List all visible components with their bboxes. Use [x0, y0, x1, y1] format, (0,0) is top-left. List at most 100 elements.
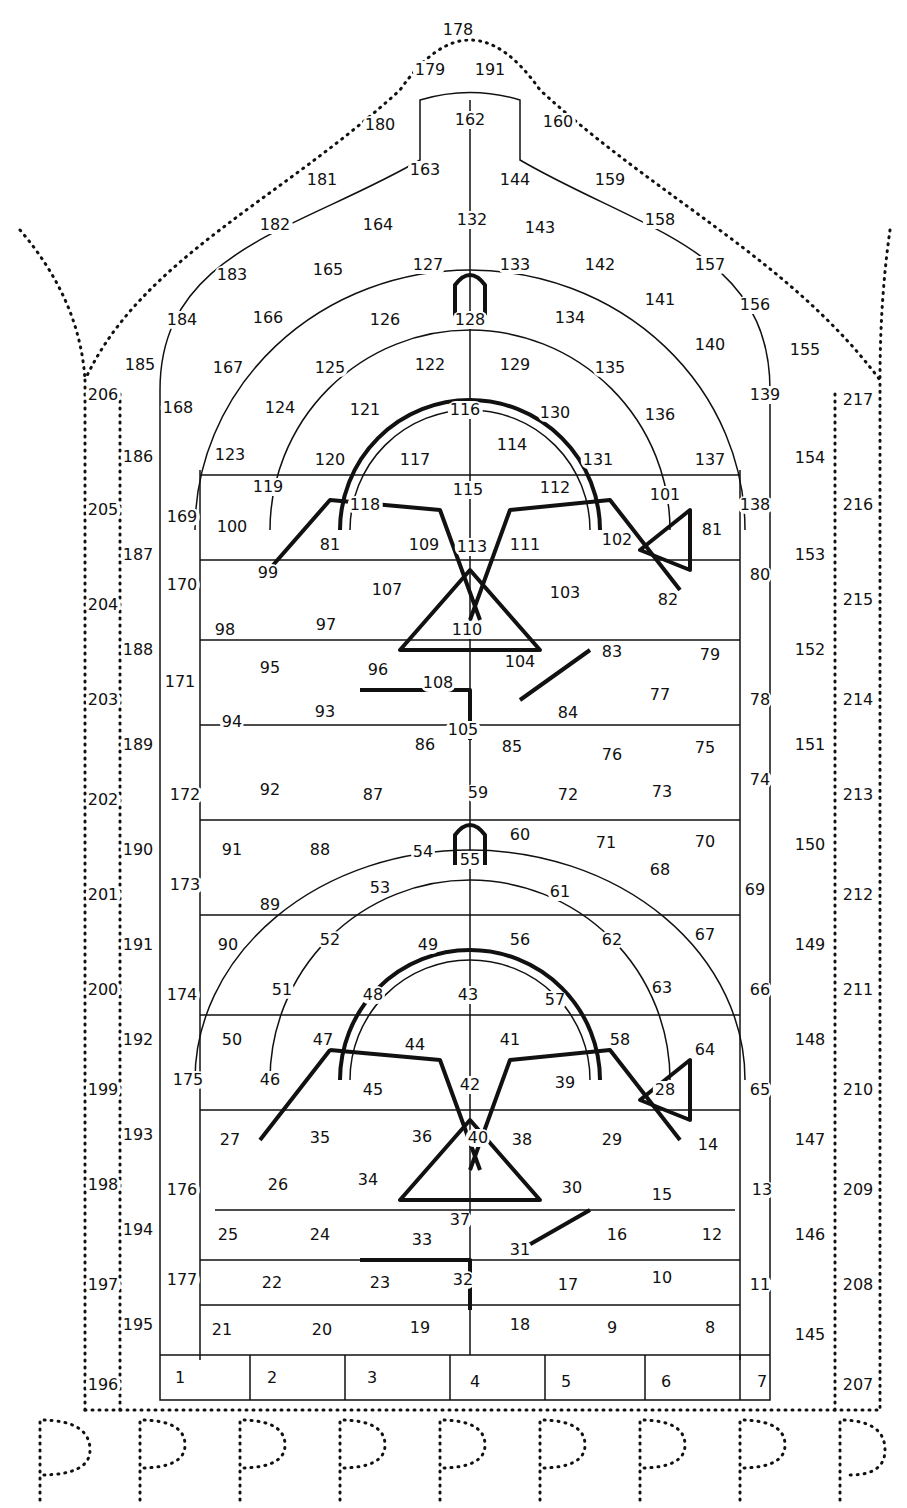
square-number: 112 — [538, 479, 573, 497]
square-number: 79 — [698, 646, 722, 664]
square-number: 165 — [311, 261, 346, 279]
square-number: 145 — [793, 1326, 828, 1344]
square-number: 50 — [220, 1031, 244, 1049]
square-number: 20 — [310, 1321, 334, 1339]
square-number: 192 — [121, 1031, 156, 1049]
square-number: 208 — [841, 1276, 876, 1294]
square-number: 197 — [86, 1276, 121, 1294]
square-number: 168 — [161, 399, 196, 417]
square-number: 3 — [365, 1369, 379, 1387]
square-number: 185 — [123, 356, 158, 374]
square-number: 86 — [413, 736, 437, 754]
square-number: 171 — [163, 673, 198, 691]
square-number: 216 — [841, 496, 876, 514]
square-number: 148 — [793, 1031, 828, 1049]
square-number: 36 — [410, 1128, 434, 1146]
square-number: 33 — [410, 1231, 434, 1249]
square-number: 154 — [793, 449, 828, 467]
square-number: 140 — [693, 336, 728, 354]
square-number: 188 — [121, 641, 156, 659]
square-number: 110 — [450, 621, 485, 639]
square-number: 68 — [648, 861, 672, 879]
square-number: 81 — [318, 536, 342, 554]
square-number: 172 — [168, 786, 203, 804]
square-number: 70 — [693, 833, 717, 851]
square-number: 98 — [213, 621, 237, 639]
square-number: 164 — [361, 216, 396, 234]
square-number: 51 — [270, 981, 294, 999]
square-number: 104 — [503, 653, 538, 671]
square-number: 61 — [548, 883, 572, 901]
square-number: 94 — [220, 713, 244, 731]
square-number: 77 — [648, 686, 672, 704]
square-number: 156 — [738, 296, 773, 314]
square-number: 52 — [318, 931, 342, 949]
square-number: 193 — [121, 1126, 156, 1144]
square-number: 167 — [211, 359, 246, 377]
square-number: 107 — [370, 581, 405, 599]
square-number: 196 — [86, 1376, 121, 1394]
square-number: 142 — [583, 256, 618, 274]
square-number: 103 — [548, 584, 583, 602]
square-number: 9 — [605, 1319, 619, 1337]
square-number: 39 — [553, 1074, 577, 1092]
square-number: 99 — [256, 564, 280, 582]
square-number: 54 — [411, 843, 435, 861]
square-number: 189 — [121, 736, 156, 754]
square-number: 48 — [361, 986, 385, 1004]
square-number: 117 — [398, 451, 433, 469]
square-number: 176 — [165, 1181, 200, 1199]
square-number: 211 — [841, 981, 876, 999]
square-number: 53 — [368, 879, 392, 897]
square-number: 83 — [600, 643, 624, 661]
square-number: 71 — [594, 834, 618, 852]
square-number: 155 — [788, 341, 823, 359]
square-number: 127 — [411, 256, 446, 274]
square-number: 169 — [165, 508, 200, 526]
square-number: 195 — [121, 1316, 156, 1334]
square-number: 114 — [495, 436, 530, 454]
square-number: 202 — [86, 791, 121, 809]
square-number: 23 — [368, 1274, 392, 1292]
square-number: 213 — [841, 786, 876, 804]
square-number: 72 — [556, 786, 580, 804]
square-number: 160 — [541, 113, 576, 131]
square-number: 182 — [258, 216, 293, 234]
square-number: 76 — [600, 746, 624, 764]
square-number: 126 — [368, 311, 403, 329]
square-number: 147 — [793, 1131, 828, 1149]
square-number: 60 — [508, 826, 532, 844]
square-number: 179 — [413, 61, 448, 79]
square-number: 108 — [421, 674, 456, 692]
square-number: 63 — [650, 979, 674, 997]
square-number: 8 — [703, 1319, 717, 1337]
square-number: 44 — [403, 1036, 427, 1054]
square-number: 123 — [213, 446, 248, 464]
square-number: 56 — [508, 931, 532, 949]
square-number: 162 — [453, 111, 488, 129]
square-number: 35 — [308, 1129, 332, 1147]
square-number: 113 — [455, 538, 490, 556]
square-number: 125 — [313, 359, 348, 377]
square-number: 212 — [841, 886, 876, 904]
square-number: 186 — [121, 448, 156, 466]
square-number: 97 — [314, 616, 338, 634]
square-number: 81 — [700, 521, 724, 539]
square-number: 198 — [86, 1176, 121, 1194]
square-number: 19 — [408, 1319, 432, 1337]
square-number: 37 — [448, 1211, 472, 1229]
square-number: 138 — [738, 496, 773, 514]
square-number: 66 — [748, 981, 772, 999]
square-number: 6 — [659, 1373, 673, 1391]
square-number: 7 — [755, 1373, 769, 1391]
square-number: 10 — [650, 1269, 674, 1287]
square-number: 173 — [168, 876, 203, 894]
square-number: 207 — [841, 1376, 876, 1394]
square-number: 143 — [523, 219, 558, 237]
square-number: 26 — [266, 1176, 290, 1194]
square-number: 92 — [258, 781, 282, 799]
square-number: 151 — [793, 736, 828, 754]
square-number: 93 — [313, 703, 337, 721]
square-number: 124 — [263, 399, 298, 417]
square-number: 135 — [593, 359, 628, 377]
